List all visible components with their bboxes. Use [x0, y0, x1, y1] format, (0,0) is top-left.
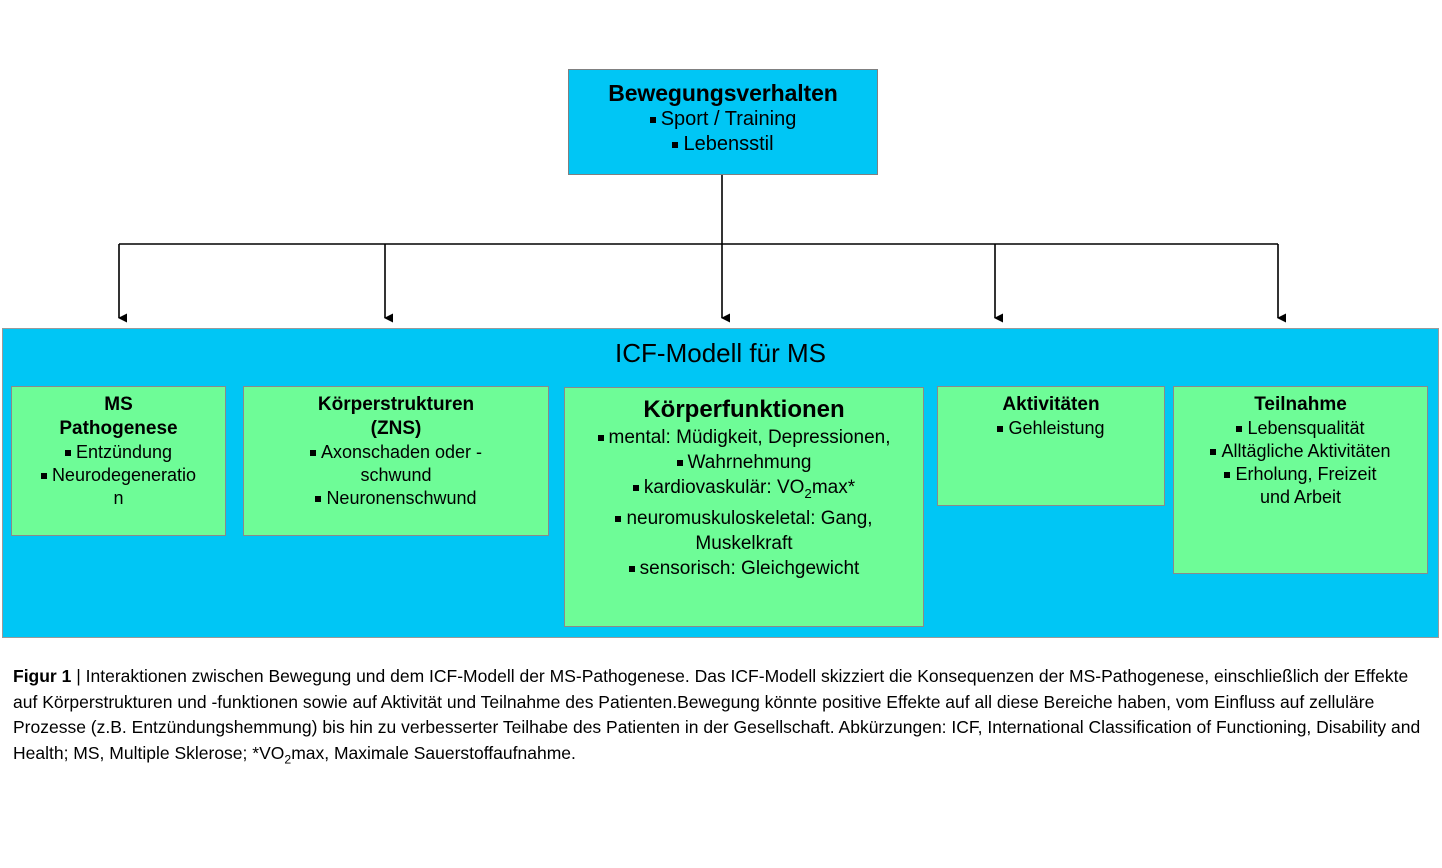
bullet-item: Erholung, Freizeit — [1178, 463, 1423, 486]
bullet-text: Sport / Training — [660, 108, 797, 130]
bullet-item: Sport / Training — [569, 107, 877, 132]
caption-body: Interaktionen zwischen Bewegung und dem … — [13, 666, 1421, 763]
bullet-square-icon — [597, 435, 604, 441]
bullet-item: Gehleistung — [942, 417, 1160, 440]
bullet-square-icon — [309, 450, 316, 456]
bullet-square-icon — [1236, 426, 1243, 432]
bullet-text: sensorisch: Gleichgewicht — [639, 557, 860, 579]
bullet-text: kardiovaskulär: VO2max* — [643, 477, 856, 501]
bullet-square-icon — [672, 142, 679, 148]
bullet-text: Axonschaden oder - — [320, 442, 483, 462]
bullet-square-icon — [1210, 449, 1217, 455]
bullet-item: Neuronenschwund — [248, 487, 544, 510]
bullet-text: Entzündung — [75, 442, 173, 462]
bullet-continuation: Muskelkraft — [695, 532, 793, 554]
bullet-square-icon — [615, 515, 622, 522]
bullet-continuation: und Arbeit — [1259, 487, 1342, 507]
bullet-item: Alltägliche Aktivitäten — [1178, 440, 1423, 463]
bullet-continuation: schwund — [360, 465, 432, 485]
bullet-continuation: n — [113, 488, 124, 508]
node-title: MS — [104, 394, 133, 415]
caption-subscript: 2 — [284, 752, 292, 766]
node-ms-pathogenese: MS Pathogenese Entzündung Neurodegenerat… — [11, 386, 226, 536]
bullet-text: Erholung, Freizeit — [1235, 464, 1377, 484]
bullet-text: mental: Müdigkeit, Depressionen, — [608, 427, 891, 448]
bullet-square-icon — [649, 117, 656, 123]
node-title-line2: (ZNS) — [370, 418, 422, 439]
node-title-line2: Pathogenese — [59, 418, 178, 439]
node-title: Körperstrukturen — [317, 394, 475, 415]
bullet-text: Neuronenschwund — [326, 488, 477, 508]
bullet-square-icon — [64, 450, 71, 456]
bullet-text: Lebensqualität — [1247, 418, 1365, 438]
bullet-square-icon — [676, 460, 683, 466]
vo2-subscript: 2 — [804, 485, 812, 501]
bullet-item: Lebensstil — [569, 132, 877, 157]
node-koerperfunktionen: Körperfunktionen mental: Müdigkeit, Depr… — [564, 387, 924, 627]
caption-body-tail: max, Maximale Sauerstoffaufnahme. — [291, 742, 576, 763]
bullet-text: Gehleistung — [1008, 418, 1105, 438]
bullet-item: sensorisch: Gleichgewicht — [569, 556, 919, 581]
caption-separator: | — [71, 666, 86, 686]
bullet-text: Lebensstil — [683, 133, 774, 155]
bullet-text: Alltägliche Aktivitäten — [1221, 441, 1391, 461]
node-title: Bewegungsverhalten — [608, 80, 838, 106]
bullet-text: neuromuskuloskeletal: Gang, — [626, 507, 873, 529]
bullet-square-icon — [628, 565, 635, 572]
caption-label: Figur 1 — [13, 666, 72, 686]
bullet-item: Entzündung — [16, 441, 221, 464]
node-koerperstrukturen: Körperstrukturen (ZNS) Axonschaden oder … — [243, 386, 549, 536]
node-title: Aktivitäten — [1002, 394, 1100, 415]
bullet-square-icon — [1224, 472, 1231, 478]
bullet-square-icon — [40, 473, 47, 479]
node-teilnahme: Teilnahme Lebensqualität Alltägliche Akt… — [1173, 386, 1428, 574]
node-title: Körperfunktionen — [643, 396, 845, 423]
node-title: Teilnahme — [1254, 394, 1347, 415]
bullet-square-icon — [632, 485, 639, 491]
figure-caption: Figur 1 | Interaktionen zwischen Bewegun… — [13, 664, 1427, 773]
band-title: ICF-Modell für MS — [615, 338, 826, 368]
bullet-item-vo2max: kardiovaskulär: VO2max* — [569, 475, 919, 506]
bullet-item: Axonschaden oder - — [248, 441, 544, 464]
bullet-text: Neurodegeneratio — [51, 465, 197, 485]
bullet-item: Wahrnehmung — [569, 450, 919, 475]
bullet-item: Neurodegeneratio — [16, 464, 221, 487]
bullet-square-icon — [315, 496, 322, 502]
bullet-text: Wahrnehmung — [687, 452, 812, 473]
bullet-item: mental: Müdigkeit, Depressionen, — [569, 425, 919, 450]
bullet-item: Lebensqualität — [1178, 417, 1423, 440]
node-bewegungsverhalten: Bewegungsverhalten Sport / Training Lebe… — [568, 69, 878, 175]
node-aktivitaeten: Aktivitäten Gehleistung — [937, 386, 1165, 506]
bullet-item: neuromuskuloskeletal: Gang, — [569, 506, 919, 531]
bullet-square-icon — [997, 426, 1004, 432]
